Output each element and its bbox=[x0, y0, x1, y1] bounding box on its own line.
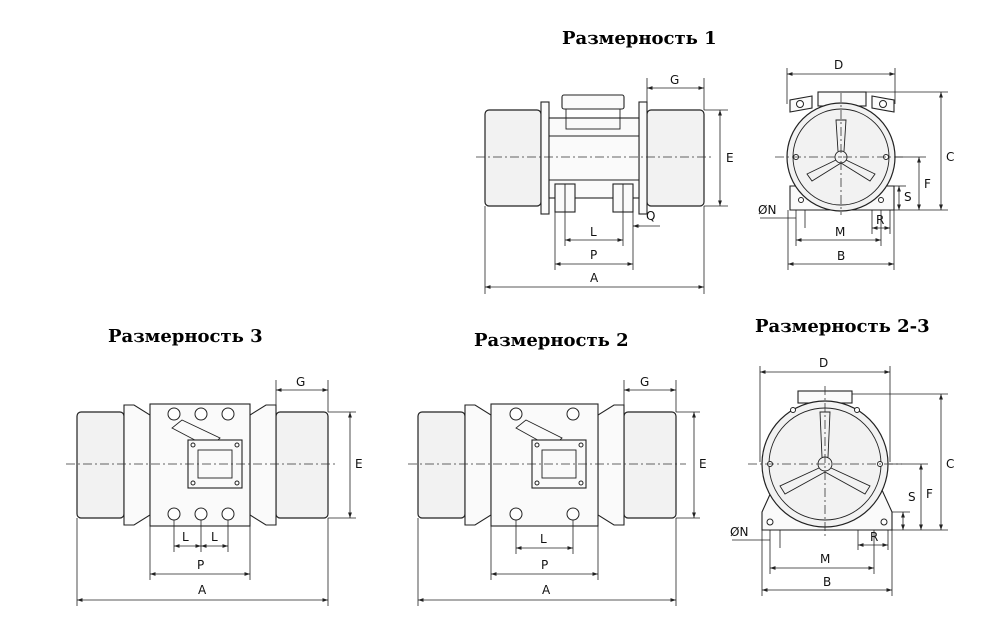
dim-label-g-3: G bbox=[296, 375, 305, 389]
dimensions-size-2: G E L P A bbox=[417, 375, 707, 606]
dim-label-p-3: P bbox=[197, 558, 204, 572]
dim-label-n-1: ØN bbox=[758, 203, 776, 217]
end-view-size-2-3 bbox=[748, 386, 902, 538]
dim-label-l-2: L bbox=[540, 532, 547, 546]
dim-label-r-1: R bbox=[876, 213, 884, 227]
end-view-size-1 bbox=[775, 91, 905, 215]
dim-label-c-1: C bbox=[946, 150, 954, 164]
dim-label-l-3a: L bbox=[182, 530, 189, 544]
title-size-1: Размерность 1 bbox=[562, 28, 717, 49]
dim-label-e-3: E bbox=[355, 457, 363, 471]
title-size-2-3: Размерность 2-3 bbox=[755, 316, 930, 337]
dim-label-m-1: M bbox=[835, 225, 845, 239]
dim-label-f-1: F bbox=[924, 177, 931, 191]
dim-label-m-23: M bbox=[820, 552, 830, 566]
dimensions-size-1-end: D C F S ØN R M bbox=[758, 58, 954, 270]
dim-label-s-23: S bbox=[908, 490, 916, 504]
dim-label-d-23: D bbox=[819, 356, 828, 370]
dim-label-g-2: G bbox=[640, 375, 649, 389]
side-view-size-2 bbox=[408, 403, 686, 527]
dim-label-f-23: F bbox=[926, 487, 933, 501]
side-view-size-3 bbox=[66, 403, 338, 527]
dim-label-p-2: P bbox=[541, 558, 548, 572]
dim-label-g-1: G bbox=[670, 73, 679, 87]
dim-label-e-2: E bbox=[699, 457, 707, 471]
dim-label-a-1: A bbox=[590, 271, 599, 285]
dim-label-a-3: A bbox=[198, 583, 207, 597]
title-size-3: Размерность 3 bbox=[108, 326, 263, 347]
dim-label-c-23: C bbox=[946, 457, 954, 471]
dim-label-l-1: L bbox=[590, 225, 597, 239]
dim-label-b-23: B bbox=[823, 575, 831, 589]
side-view-size-1 bbox=[476, 94, 714, 215]
dim-label-a-2: A bbox=[542, 583, 551, 597]
dimensions-size-1-side: G E Q L P A bbox=[484, 73, 734, 294]
dimensions-size-2-3: D C F S ØN R M B bbox=[730, 356, 954, 596]
dim-label-b-1: B bbox=[837, 249, 845, 263]
dim-label-q-1: Q bbox=[646, 209, 655, 223]
dim-label-e-1: E bbox=[726, 151, 734, 165]
dim-label-p-1: P bbox=[590, 248, 597, 262]
dim-label-d-1: D bbox=[834, 58, 843, 72]
dim-label-n-23: ØN bbox=[730, 525, 748, 539]
dim-label-s-1: S bbox=[904, 190, 912, 204]
dim-label-l-3b: L bbox=[211, 530, 218, 544]
title-size-2: Размерность 2 bbox=[474, 330, 629, 351]
dimensions-size-3: G E L L P A bbox=[76, 375, 363, 606]
